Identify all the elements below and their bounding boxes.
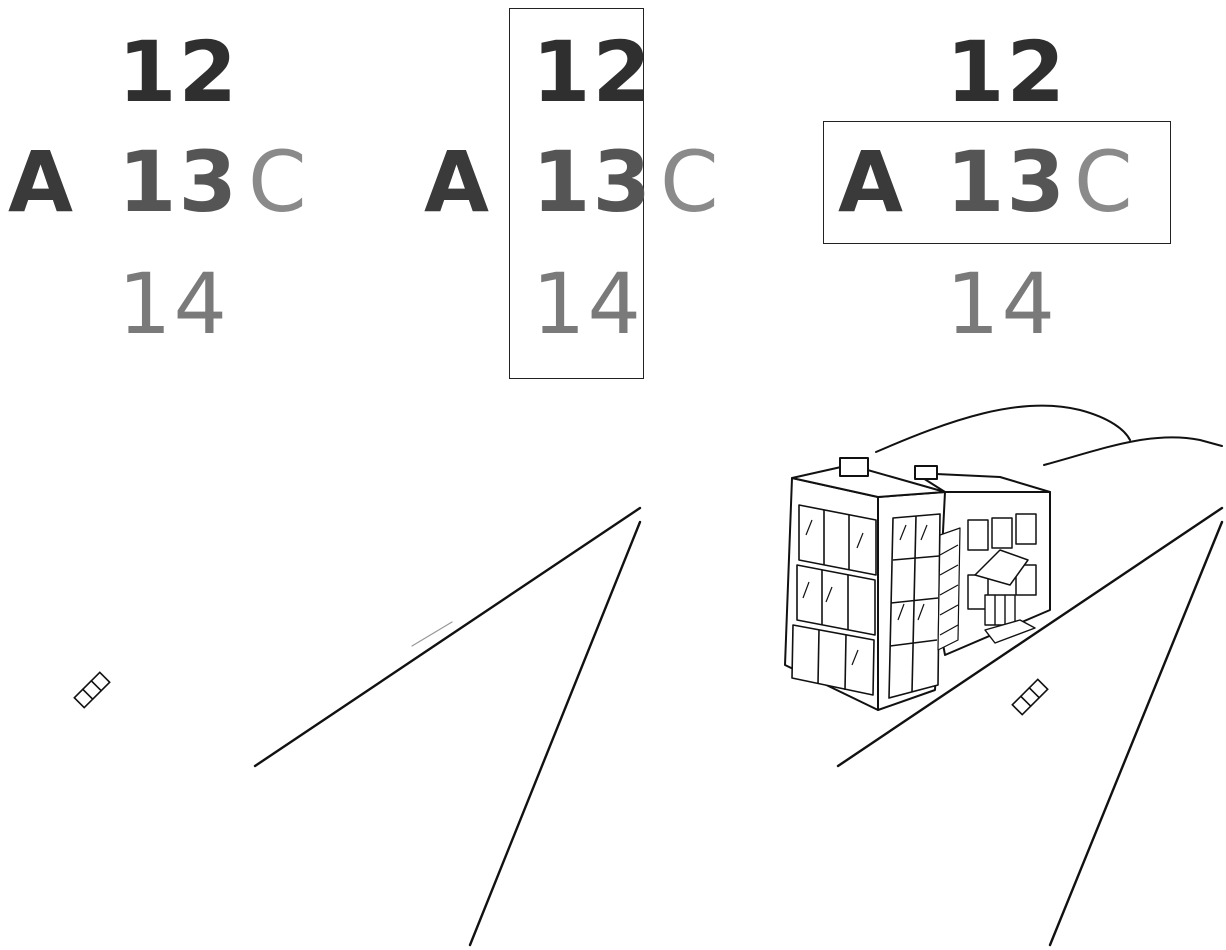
- connector-hatch: [938, 528, 960, 650]
- hill-outline-front: [1044, 437, 1222, 465]
- rooftop-unit-front: [840, 458, 868, 476]
- left-road-edge-upper: [255, 508, 640, 766]
- left-road-edge-lower: [470, 522, 640, 945]
- rooftop-unit-back: [915, 466, 937, 479]
- building-illustration: [785, 458, 1050, 710]
- small-striped-rectangle-icon: [1012, 679, 1047, 714]
- entrance-doors: [985, 595, 1015, 625]
- front-building-windows-right: [889, 514, 940, 698]
- left-road-scene: [74, 508, 640, 945]
- hill-outline-back: [876, 406, 1130, 452]
- left-faint-mark: [412, 622, 452, 646]
- right-road-edge-lower: [1050, 522, 1222, 945]
- small-striped-rectangle-icon: [74, 672, 109, 707]
